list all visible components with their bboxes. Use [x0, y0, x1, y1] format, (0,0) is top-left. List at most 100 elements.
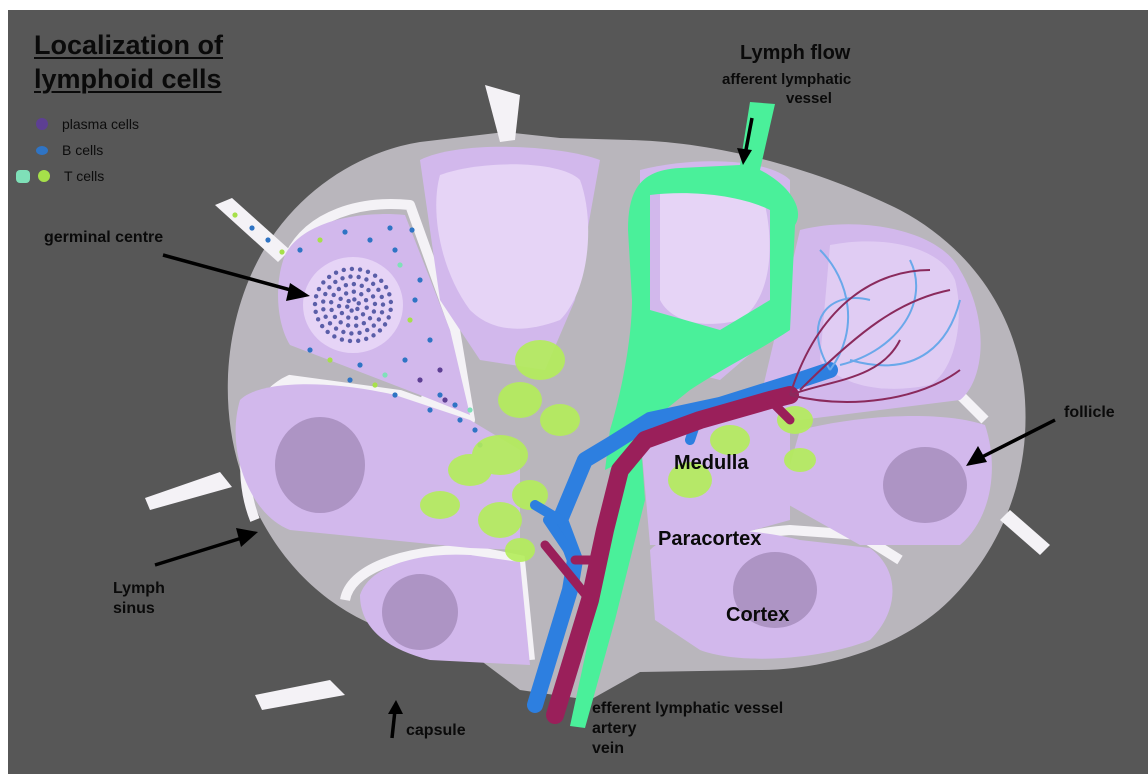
b-cell-dot	[333, 280, 337, 284]
cell-dot	[392, 392, 397, 397]
cell-dot	[467, 407, 472, 412]
legend-item-plasma: plasma cells	[34, 116, 139, 132]
afferent-spike-right	[1000, 510, 1050, 555]
b-cell-dot	[364, 298, 368, 302]
b-cell-dot	[321, 299, 325, 303]
b-cell-dot	[321, 307, 325, 311]
b-cell-dot	[354, 316, 358, 320]
label-paracortex: Paracortex	[658, 528, 761, 550]
b-cell-dot	[346, 315, 350, 319]
b-cell-dot	[381, 302, 385, 306]
follicle-top-lymphatic	[660, 185, 770, 324]
b-cell-dot	[379, 279, 383, 283]
b-cell-dot	[348, 339, 352, 343]
b-cell-dot	[360, 284, 364, 288]
cell-dot	[452, 402, 457, 407]
cell-dot	[417, 277, 422, 282]
b-cell-dot	[333, 315, 337, 319]
b-cell-dot	[356, 339, 360, 343]
b-cell-swatch	[36, 146, 48, 155]
b-cell-dot	[328, 321, 332, 325]
cell-dot	[382, 372, 387, 377]
title-line-1: Localization of	[34, 28, 223, 62]
b-cell-dot	[372, 309, 376, 313]
label-sinus: sinus	[113, 600, 155, 618]
b-cell-dot	[362, 321, 366, 325]
label-vein: vein	[592, 740, 624, 758]
b-cell-dot	[345, 304, 349, 308]
b-cell-dot	[354, 323, 358, 327]
cell-dot	[387, 225, 392, 230]
legend-label: B cells	[62, 142, 103, 158]
cell-dot	[397, 262, 402, 267]
b-cell-dot	[380, 310, 384, 314]
b-cell-dot	[329, 300, 333, 304]
b-cell-dot	[316, 317, 320, 321]
b-cell-dot	[349, 331, 353, 335]
b-cell-dot	[340, 337, 344, 341]
b-cell-dot	[376, 288, 380, 292]
label-capsule: capsule	[406, 722, 466, 740]
cell-dot	[372, 382, 377, 387]
b-cell-dot	[377, 317, 381, 321]
b-cell-dot	[346, 299, 350, 303]
cell-dot	[407, 317, 412, 322]
cell-dot	[412, 297, 417, 302]
b-cell-dot	[327, 285, 331, 289]
cell-dot	[249, 225, 254, 230]
b-cell-dot	[338, 320, 342, 324]
legend-item-bcells: B cells	[34, 142, 103, 158]
cell-dot	[437, 392, 442, 397]
cell-dot	[327, 357, 332, 362]
b-cell-dot	[364, 277, 368, 281]
b-cell-dot	[365, 328, 369, 332]
b-cell-dot	[389, 300, 393, 304]
b-cell-dot	[329, 308, 333, 312]
label-artery: artery	[592, 720, 636, 738]
b-cell-dot	[332, 334, 336, 338]
cell-dot	[307, 347, 312, 352]
b-cell-dot	[359, 292, 363, 296]
cell-dot	[402, 357, 407, 362]
b-cell-dot	[378, 328, 382, 332]
b-cell-dot	[344, 283, 348, 287]
cell-dot	[232, 212, 237, 217]
b-cell-dot	[366, 270, 370, 274]
cell-dot	[409, 227, 414, 232]
b-cell-dot	[371, 333, 375, 337]
t-cell-swatch-2	[38, 170, 50, 182]
cell-dot	[357, 362, 362, 367]
b-cell-dot	[350, 267, 354, 271]
b-cell-dot	[346, 323, 350, 327]
diagram-title: Localization of lymphoid cells	[34, 28, 223, 96]
b-cell-dot	[383, 322, 387, 326]
b-cell-dot	[327, 275, 331, 279]
b-cell-dot	[320, 324, 324, 328]
b-cell-dot	[384, 285, 388, 289]
cell-dot	[297, 247, 302, 252]
label-lymph-flow: Lymph flow	[740, 42, 850, 64]
follicle-bottom-left	[382, 574, 458, 650]
cell-dot	[457, 417, 462, 422]
germinal-centre	[303, 257, 403, 353]
legend-label: plasma cells	[62, 116, 139, 132]
cell-dot	[347, 377, 352, 382]
label-medulla: Medulla	[674, 452, 748, 474]
cell-dot	[265, 237, 270, 242]
b-cell-dot	[352, 297, 356, 301]
b-cell-dot	[387, 292, 391, 296]
label-afferent-2: vessel	[786, 91, 832, 108]
b-cell-dot	[323, 315, 327, 319]
label-lymph: Lymph	[113, 580, 165, 598]
b-cell-dot	[365, 305, 369, 309]
b-cell-dot	[372, 323, 376, 327]
label-efferent-vessel: efferent lymphatic vessel	[592, 700, 783, 718]
b-cell-dot	[380, 295, 384, 299]
b-cell-dot	[340, 276, 344, 280]
cell-dot	[427, 337, 432, 342]
cell-dot	[442, 397, 447, 402]
b-cell-dot	[388, 308, 392, 312]
follicle-lower-left	[275, 417, 365, 513]
